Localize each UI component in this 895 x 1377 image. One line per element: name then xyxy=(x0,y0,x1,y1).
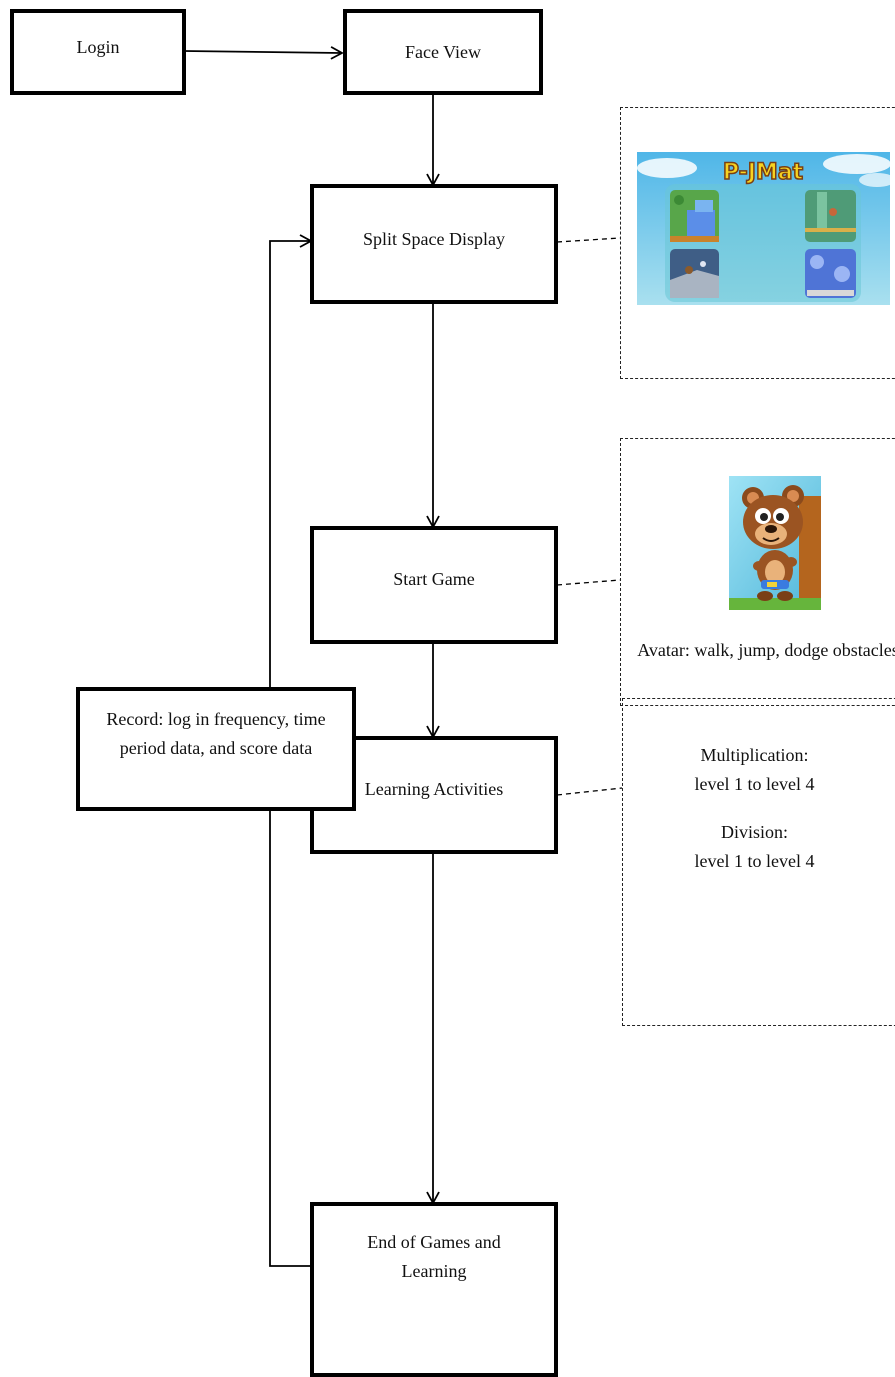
multiplication-levels: level 1 to level 4 xyxy=(694,774,815,794)
split-space-screenshot: P-JMat xyxy=(637,152,890,305)
dash-split-panel xyxy=(556,237,621,243)
learning-levels-panel xyxy=(622,698,895,1026)
multiplication-title: Multiplication: xyxy=(700,745,809,765)
dash-start-panel xyxy=(556,579,621,586)
split-space-display-box: Split Space Display xyxy=(310,184,558,304)
login-label: Login xyxy=(76,37,120,57)
game-title: P-JMat xyxy=(723,160,804,185)
face-view-box: Face View xyxy=(343,9,543,95)
learning-activities-label: Learning Activities xyxy=(364,779,504,799)
split-space-display-label: Split Space Display xyxy=(363,229,505,249)
division-title: Division: xyxy=(720,822,788,842)
arrow-record-to-split xyxy=(269,234,313,687)
login-box: Login xyxy=(10,9,186,95)
record-label: Record: log in frequency, time period da… xyxy=(106,709,326,758)
record-box: Record: log in frequency, time period da… xyxy=(76,687,356,811)
game-screenshot-panel xyxy=(620,107,895,379)
avatar-caption: Avatar: walk, jump, dodge obstacles xyxy=(637,640,895,660)
division-levels: level 1 to level 4 xyxy=(694,851,815,871)
bear-avatar-image xyxy=(729,476,821,610)
end-of-games-label: End of Games and Learning xyxy=(367,1232,501,1281)
start-game-box: Start Game xyxy=(310,526,558,644)
line-end-to-record xyxy=(269,810,313,1267)
end-of-games-box: End of Games and Learning xyxy=(310,1202,558,1377)
start-game-label: Start Game xyxy=(393,569,475,589)
avatar-panel xyxy=(620,438,895,706)
face-view-label: Face View xyxy=(404,42,482,62)
arrow-login-faceview xyxy=(183,46,344,60)
learning-activities-box: Learning Activities xyxy=(310,736,558,854)
dash-learning-panel xyxy=(556,787,623,796)
